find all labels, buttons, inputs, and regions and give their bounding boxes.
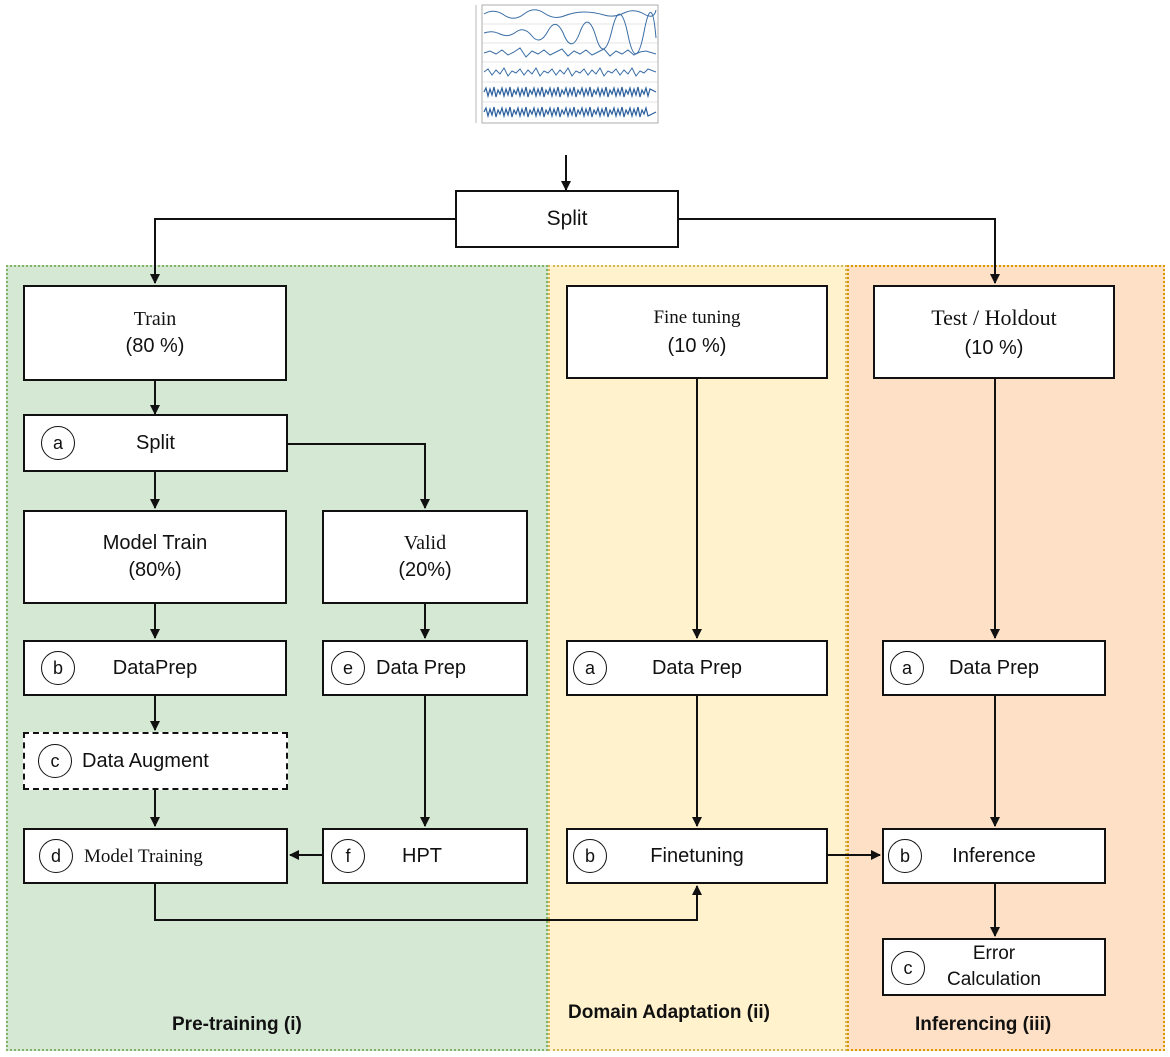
train-box: Train (80 %) — [23, 285, 287, 381]
error-marker: c — [891, 951, 925, 985]
finetuning-marker: b — [573, 839, 607, 873]
finetuning-label: Finetuning — [650, 844, 744, 867]
arrow-split-to-test — [679, 218, 1000, 284]
model-train-box: Model Train (80%) — [23, 510, 287, 604]
finetuning-box: Finetuning — [566, 828, 828, 884]
augment-label: Data Augment — [82, 750, 209, 772]
domain-dataprep-marker: a — [573, 651, 607, 685]
dataprep-e-label: Data Prep — [376, 657, 467, 679]
inferencing-label: Inferencing (iii) — [915, 1014, 1052, 1035]
domain-dataprep-box: Data Prep — [566, 640, 828, 696]
dataprep-b-marker: b — [41, 651, 75, 685]
model-train-title: Model Train — [102, 532, 208, 554]
model-training-box: Model Training — [23, 828, 288, 884]
dataprep-b-label: DataPrep — [112, 656, 198, 679]
valid-box: Valid (20%) — [322, 510, 528, 604]
signal-thumbnail — [470, 2, 662, 134]
top-split-label: Split — [546, 207, 588, 230]
error-line1: Error — [972, 943, 1016, 964]
inf-dataprep-box: Data Prep — [882, 640, 1106, 696]
arrow-training-to-finetuning — [154, 884, 702, 921]
split-a-marker: a — [41, 426, 75, 460]
test-pct: (10 %) — [964, 336, 1024, 359]
hpt-label: HPT — [402, 845, 442, 867]
inf-dataprep-marker: a — [890, 651, 924, 685]
arrow-split-a-to-valid — [288, 443, 430, 509]
arrow-split-to-train — [150, 218, 455, 284]
train-title: Train — [133, 308, 177, 330]
model-training-marker: d — [39, 839, 73, 873]
dataprep-b-box: DataPrep — [23, 640, 287, 696]
dataprep-e-marker: e — [331, 651, 365, 685]
finetuning-split-box: Fine tuning (10 %) — [566, 285, 828, 379]
finetuning-split-pct: (10 %) — [667, 334, 727, 357]
test-box: Test / Holdout (10 %) — [873, 285, 1115, 379]
domain-dataprep-label: Data Prep — [651, 656, 743, 679]
inference-marker: b — [888, 839, 922, 873]
valid-title: Valid — [403, 532, 447, 554]
inference-label: Inference — [952, 844, 1036, 867]
train-pct: (80 %) — [125, 335, 185, 357]
finetuning-split-title: Fine tuning — [653, 306, 741, 328]
top-split-box: Split — [455, 190, 679, 248]
pretraining-label: Pre-training (i) — [172, 1014, 302, 1035]
hpt-marker: f — [331, 839, 365, 873]
test-title: Test / Holdout — [931, 304, 1057, 330]
inf-dataprep-label: Data Prep — [948, 656, 1040, 679]
model-training-label: Model Training — [84, 846, 203, 867]
valid-pct: (20%) — [398, 559, 452, 581]
error-line2: Calculation — [947, 969, 1041, 990]
domain-adaptation-label: Domain Adaptation (ii) — [568, 1002, 770, 1023]
split-a-label: Split — [136, 431, 175, 454]
signal-plot — [475, 4, 659, 124]
model-train-pct: (80%) — [128, 559, 182, 581]
augment-marker: c — [38, 744, 72, 778]
